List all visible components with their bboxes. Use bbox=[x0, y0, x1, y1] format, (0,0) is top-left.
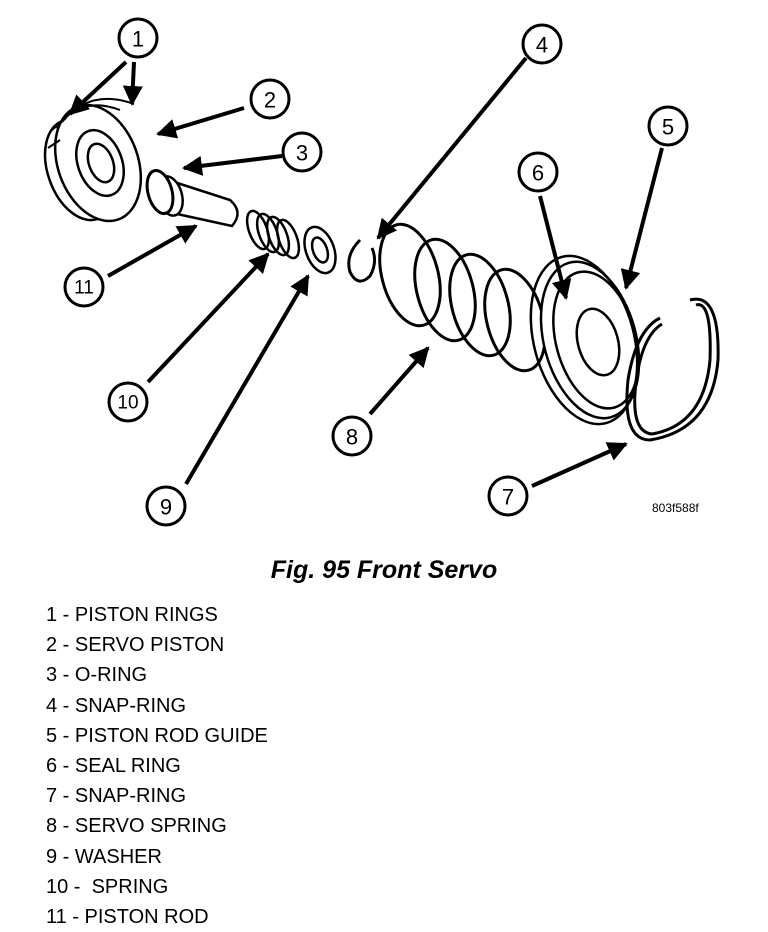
o-ring bbox=[145, 169, 175, 215]
seal-ring bbox=[529, 254, 639, 426]
leader-4 bbox=[376, 56, 528, 240]
leader-10 bbox=[146, 252, 270, 384]
front-servo-exploded-diagram: 1 2 3 4 5 6 7 8 9 10 11 803f588f bbox=[43, 17, 720, 527]
callout-8-number: 8 bbox=[346, 425, 358, 450]
callout-11-number: 11 bbox=[74, 278, 94, 299]
callout-9-circle bbox=[145, 485, 187, 527]
callout-2-number: 2 bbox=[264, 88, 276, 113]
small-spring bbox=[245, 209, 301, 260]
leader-8 bbox=[368, 346, 430, 416]
piston-rod-guide bbox=[539, 260, 641, 420]
callout-3-circle bbox=[281, 131, 323, 173]
leader-3 bbox=[182, 154, 283, 176]
servo-piston bbox=[43, 103, 143, 223]
callout-10-number: 10 bbox=[117, 393, 138, 414]
leader-1b bbox=[122, 61, 143, 106]
leader-2 bbox=[156, 106, 245, 139]
callout-5-number: 5 bbox=[662, 115, 674, 140]
snap-ring-small bbox=[347, 238, 377, 283]
legend-item: 6 - SEAL RING bbox=[46, 755, 181, 778]
figure-caption: Fig. 95 Front Servo bbox=[270, 556, 498, 584]
parts-legend: 1 - PISTON RINGS 2 - SERVO PISTON 3 - O-… bbox=[46, 600, 268, 932]
washer bbox=[303, 225, 337, 275]
drawing-id: 803f588f bbox=[652, 501, 699, 515]
callout-6-circle bbox=[517, 151, 559, 193]
leader-6 bbox=[538, 195, 572, 300]
leader-7 bbox=[531, 442, 628, 488]
callout-10-circle bbox=[107, 381, 149, 423]
callout-7-number: 7 bbox=[502, 485, 514, 510]
leader-11 bbox=[107, 224, 198, 278]
callout-4-circle bbox=[521, 23, 563, 65]
callout-1-number: 1 bbox=[132, 27, 144, 52]
callout-7-circle bbox=[487, 475, 529, 517]
leader-5 bbox=[620, 147, 664, 290]
callout-3-number: 3 bbox=[296, 141, 308, 166]
callout-5-circle bbox=[647, 105, 689, 147]
legend-item: 5 - PISTON ROD GUIDE bbox=[46, 724, 268, 747]
legend-item: 11 - PISTON ROD bbox=[46, 906, 209, 929]
servo-spring bbox=[378, 222, 547, 373]
callout-1-circle bbox=[117, 17, 159, 59]
callout-4-number: 4 bbox=[536, 33, 548, 58]
legend-item: 3 - O-RING bbox=[46, 664, 148, 687]
callout-8-circle bbox=[331, 415, 373, 457]
legend-item: 8 - SERVO SPRING bbox=[46, 815, 227, 838]
leader-9 bbox=[184, 274, 310, 486]
callout-9-number: 9 bbox=[160, 495, 172, 520]
legend-item: 1 - PISTON RINGS bbox=[46, 604, 218, 626]
legend-item: 9 - WASHER bbox=[46, 845, 162, 868]
callout-2-circle bbox=[249, 78, 291, 120]
legend-item: 7 - SNAP-RING bbox=[46, 785, 187, 808]
snap-ring-large bbox=[625, 297, 720, 442]
legend-item: 4 - SNAP-RING bbox=[46, 694, 187, 717]
callout-6-number: 6 bbox=[532, 161, 544, 186]
legend-item: 10 - SPRING bbox=[46, 875, 169, 898]
legend-item: 2 - SERVO PISTON bbox=[46, 634, 225, 657]
leader-1a bbox=[68, 60, 128, 116]
callout-11-circle bbox=[63, 266, 105, 308]
